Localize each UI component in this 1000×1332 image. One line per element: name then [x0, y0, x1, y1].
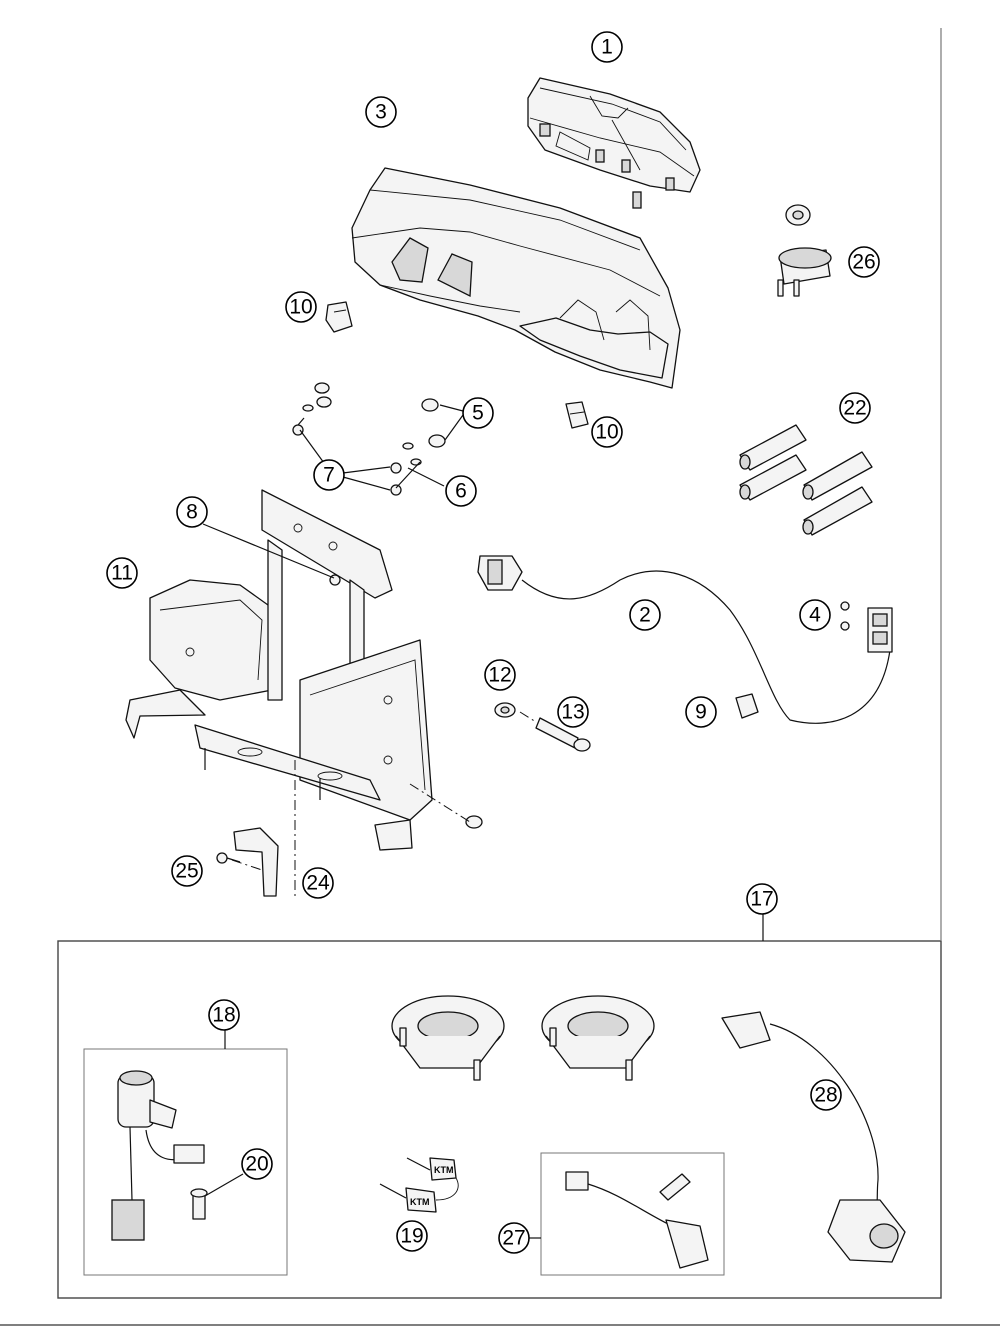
mount-bracket-24-part	[233, 827, 279, 897]
callout-7-label: 7	[323, 464, 335, 487]
callout-6-label: 6	[455, 480, 467, 503]
wiring-harness-subframe	[540, 1152, 725, 1276]
callout-10a-label: 10	[289, 296, 312, 319]
callout-6: 6	[445, 475, 477, 507]
callout-9-label: 9	[695, 701, 707, 724]
screws-part	[292, 417, 402, 496]
callout-3: 3	[365, 96, 397, 128]
callout-18-label: 18	[212, 1004, 235, 1027]
rubber-grommets-part	[314, 382, 446, 448]
callout-1-label: 1	[601, 36, 613, 59]
speed-sensor-cable-part	[477, 555, 893, 724]
bolt-13-part	[535, 717, 591, 752]
steering-lock-part	[721, 1011, 906, 1263]
fuel-tank-lock-left-part	[391, 995, 505, 1081]
loose-nut-part	[465, 815, 483, 829]
callout-4: 4	[799, 599, 831, 631]
callout-25-label: 25	[175, 860, 198, 883]
clip-nut-top-part	[325, 301, 353, 333]
callout-10b-label: 10	[595, 421, 618, 444]
headlight-bracket-part	[125, 489, 433, 851]
ignition-lock-subframe	[83, 1048, 288, 1276]
callout-2-label: 2	[639, 604, 651, 627]
callout-20-label: 20	[245, 1153, 268, 1176]
callout-26-label: 26	[852, 251, 875, 274]
instrument-cluster-part	[527, 77, 701, 209]
callout-5: 5	[462, 397, 494, 429]
power-socket-part	[777, 204, 832, 297]
callout-28-label: 28	[814, 1084, 837, 1107]
callout-19-label: 19	[400, 1225, 423, 1248]
fuel-tank-lock-right-part	[541, 995, 655, 1081]
callout-10b: 10	[591, 416, 623, 448]
callout-12: 12	[484, 659, 516, 691]
callout-2: 2	[629, 599, 661, 631]
callout-7: 7	[313, 459, 345, 491]
callout-4-label: 4	[809, 604, 821, 627]
callout-27: 27	[498, 1222, 530, 1254]
callout-11-label: 11	[111, 562, 133, 585]
callout-27-label: 27	[502, 1227, 525, 1250]
callout-25: 25	[171, 855, 203, 887]
nut-12-part	[494, 702, 516, 718]
callout-19: 19	[396, 1220, 428, 1252]
callout-8-label: 8	[186, 501, 198, 524]
cable-clip-part	[735, 693, 759, 719]
callout-22: 22	[839, 392, 871, 424]
callout-20: 20	[241, 1148, 273, 1180]
callout-28: 28	[810, 1079, 842, 1111]
sensor-screws-part	[840, 601, 850, 631]
callout-26: 26	[848, 246, 880, 278]
instrument-cover-part	[351, 167, 681, 389]
callout-9: 9	[685, 696, 717, 728]
callout-24: 24	[302, 867, 334, 899]
callout-13-label: 13	[561, 701, 584, 724]
callout-11: 11	[106, 557, 138, 589]
spacer-sleeves-part	[302, 404, 422, 466]
lock-wiring-harness-part	[565, 1171, 709, 1269]
callout-3-label: 3	[375, 101, 387, 124]
callout-5-label: 5	[472, 402, 484, 425]
ignition-lock-part	[111, 1070, 205, 1241]
callout-17-label: 17	[750, 888, 773, 911]
callout-12-label: 12	[488, 664, 511, 687]
callout-24-label: 24	[306, 872, 330, 895]
callout-1: 1	[591, 31, 623, 63]
lock-set-frame	[57, 940, 942, 1299]
callout-8: 8	[176, 496, 208, 528]
callout-13: 13	[557, 696, 589, 728]
key-logo-bottom: KTM	[410, 1197, 430, 1207]
keys-part: KTM KTM	[379, 1157, 459, 1213]
callout-18: 18	[208, 999, 240, 1031]
rubber-sleeves-part	[739, 424, 873, 536]
clip-nut-bottom-part	[565, 401, 589, 429]
callout-17: 17	[746, 883, 778, 915]
callout-22-label: 22	[843, 397, 866, 420]
key-logo-top: KTM	[434, 1165, 454, 1175]
callout-10a: 10	[285, 291, 317, 323]
screw-20-part	[190, 1188, 208, 1220]
